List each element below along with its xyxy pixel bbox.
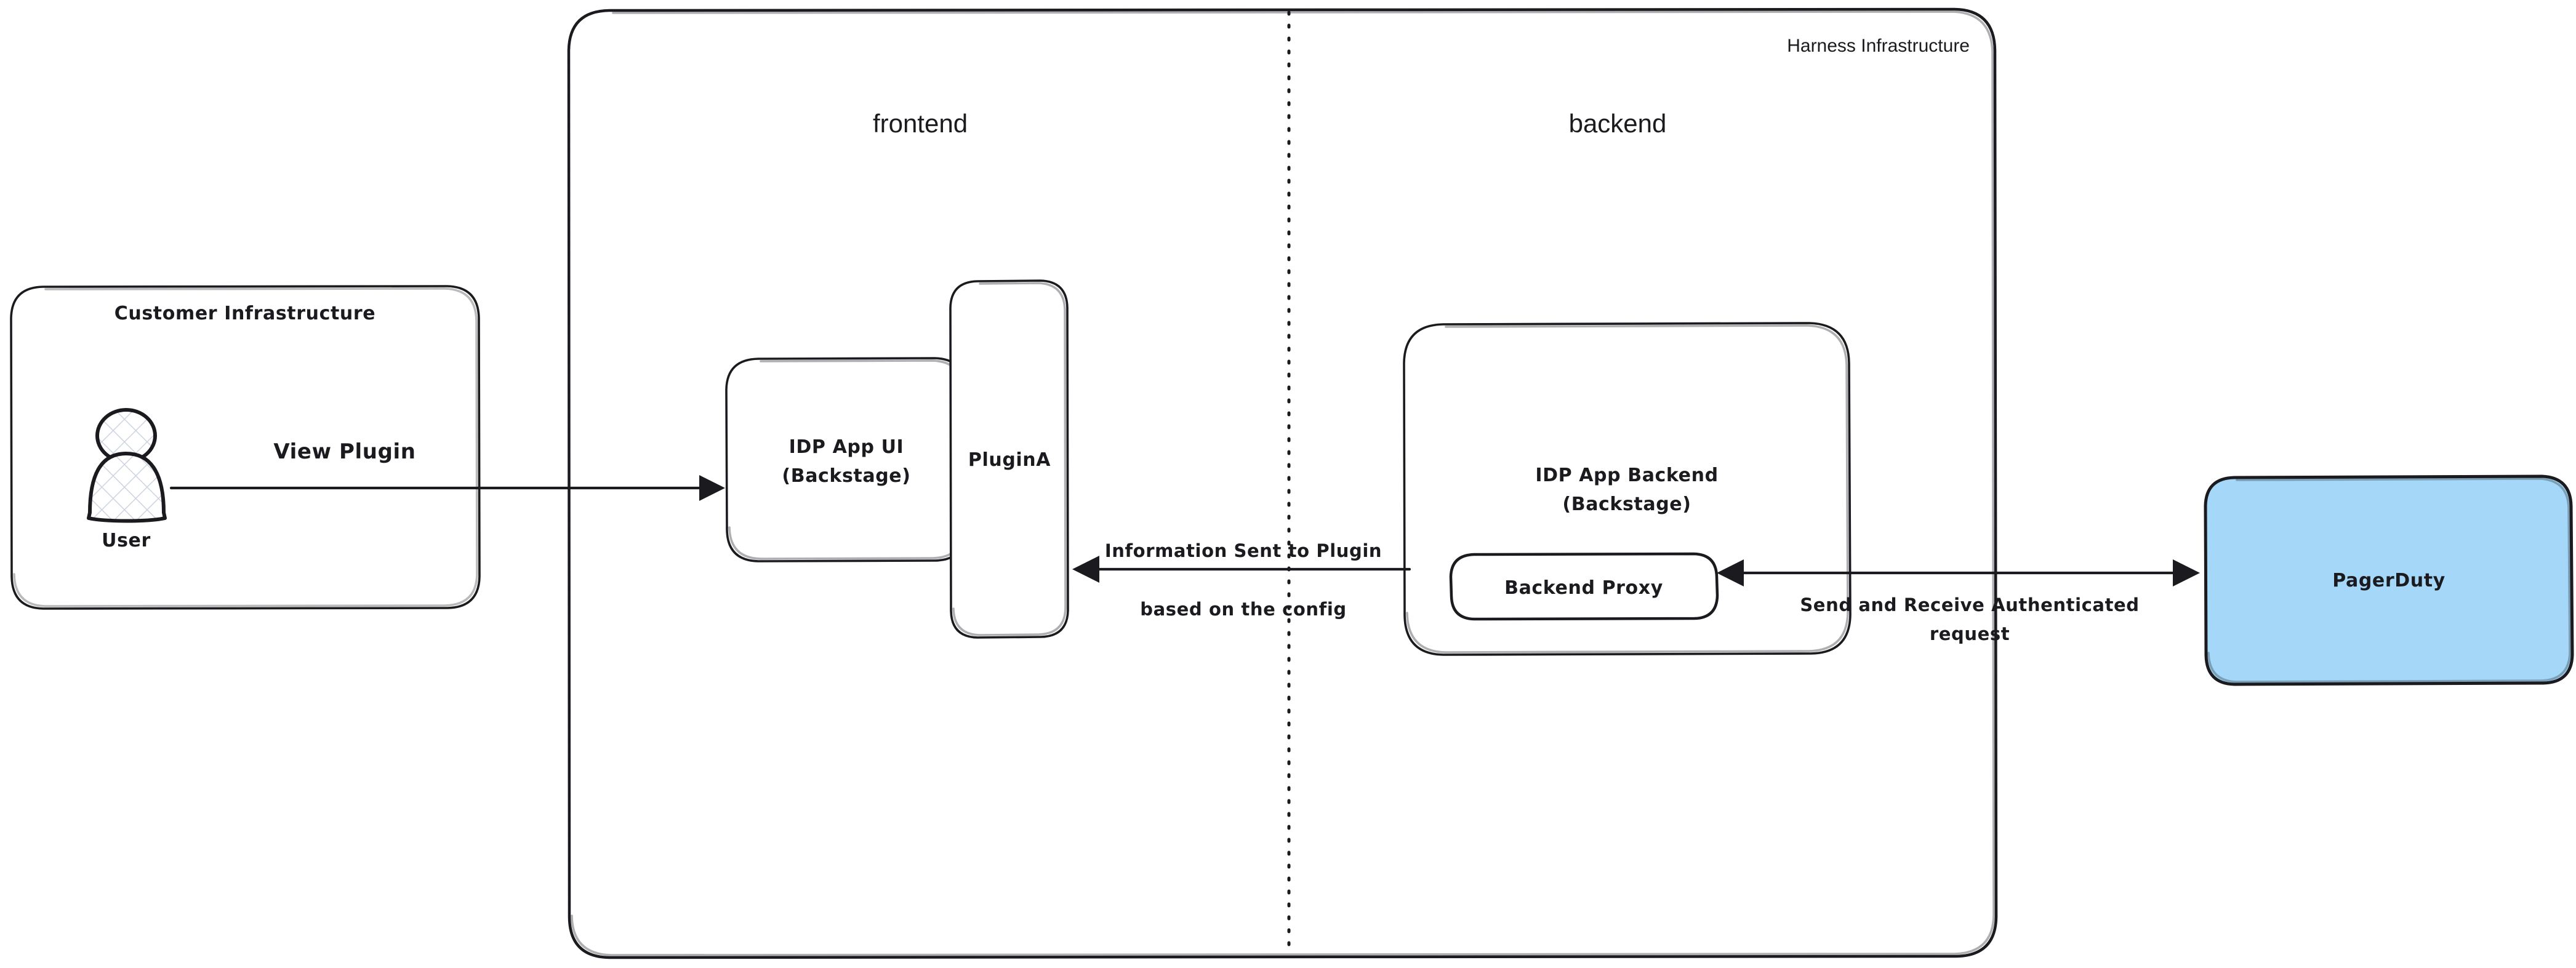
customer-group-border-sketch: [13, 287, 478, 607]
plugin-a-box-sketch: [952, 282, 1067, 636]
user-label: User: [102, 530, 151, 551]
node-idp-app-backend[interactable]: IDP App Backend (Backstage) Backend Prox…: [1403, 322, 1852, 656]
harness-group-border: [567, 7, 1998, 959]
pagerduty-box[interactable]: [2204, 474, 2574, 686]
view-plugin-label: View Plugin: [273, 439, 415, 464]
view-plugin-arrowhead: [699, 475, 725, 501]
pagerduty-label: PagerDuty: [2332, 570, 2446, 591]
authenticated-request-arrowhead-right: [2173, 559, 2200, 586]
idp-app-backend-box-sketch: [1406, 324, 1849, 654]
plugin-a-label: PluginA: [968, 449, 1051, 471]
authenticated-request-arrowhead-left: [1717, 559, 1744, 586]
edge-authenticated-request: Send and Receive Authenticated request: [1717, 559, 2200, 644]
idp-app-ui-line2: (Backstage): [782, 465, 910, 487]
harness-infrastructure-group: Harness Infrastructure frontend backend: [567, 7, 1998, 959]
node-idp-app-ui[interactable]: IDP App UI (Backstage): [725, 357, 968, 562]
backend-zone-label: backend: [1569, 109, 1667, 138]
pagerduty-box-sketch: [2207, 478, 2571, 683]
customer-infrastructure-group: Customer Infrastructure User: [10, 285, 481, 610]
idp-app-backend-line1: IDP App Backend: [1535, 465, 1718, 486]
idp-app-backend-line2: (Backstage): [1562, 494, 1691, 515]
user-body-icon: [87, 452, 167, 523]
node-pagerduty[interactable]: PagerDuty: [2204, 474, 2574, 686]
harness-group-border-sketch: [571, 10, 1995, 956]
node-backend-proxy[interactable]: Backend Proxy: [1449, 552, 1719, 621]
edge-information-to-plugin: Information Sent to Plugin based on the …: [1072, 540, 1411, 620]
user-actor-icon: [87, 408, 167, 523]
customer-infrastructure-label: Customer Infrastructure: [114, 303, 375, 324]
authenticated-request-line1: Send and Receive Authenticated: [1800, 594, 2139, 615]
idp-app-ui-box[interactable]: [725, 357, 968, 562]
authenticated-request-line2: request: [1930, 623, 2010, 644]
information-to-plugin-line2: based on the config: [1140, 599, 1347, 620]
idp-app-ui-line1: IDP App UI: [789, 436, 904, 458]
frontend-zone-label: frontend: [873, 109, 968, 138]
node-plugin-a[interactable]: PluginA: [949, 279, 1069, 639]
edge-view-plugin: View Plugin: [169, 439, 725, 501]
customer-group-border: [10, 285, 481, 610]
harness-infrastructure-label: Harness Infrastructure: [1787, 36, 1970, 56]
plugin-a-box[interactable]: [949, 279, 1069, 639]
information-to-plugin-arrowhead: [1072, 556, 1099, 583]
backend-proxy-box[interactable]: [1449, 552, 1719, 621]
backend-proxy-label: Backend Proxy: [1504, 577, 1663, 599]
information-to-plugin-line1: Information Sent to Plugin: [1105, 540, 1382, 561]
